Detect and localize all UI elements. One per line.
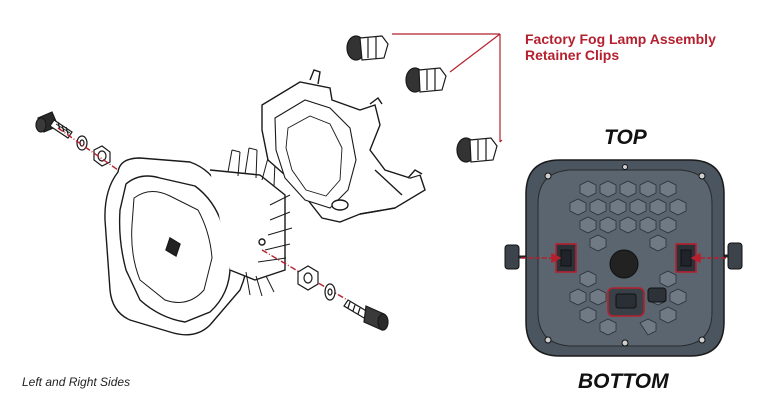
orientation-bottom-label: BOTTOM [578,370,669,393]
figure-caption: Left and Right Sides [22,375,131,389]
nut-upper [93,145,111,167]
bolt-lower [343,299,389,331]
washer-lower [324,283,336,301]
mounting-bracket [261,69,426,223]
orientation-top-label: TOP [604,126,647,149]
retainer-clip-2 [405,67,447,93]
retainer-clip-3 [456,137,498,163]
retainer-clip-1 [346,35,389,61]
bolt-upper [35,111,73,139]
rear-view-housing [504,159,743,357]
heatsink-hex-pattern [569,180,687,336]
callout-line-2: Retainer Clips [525,47,620,63]
breather-vent [609,249,639,279]
left-mount-stud [504,244,520,270]
fog-lamp-body [104,147,293,336]
callout-line-1: Factory Fog Lamp Assembly [525,31,716,47]
nut-lower [297,265,319,291]
callout-leader-lines [392,33,503,143]
retainer-clips-callout: Factory Fog Lamp Assembly Retainer Clips [525,31,716,63]
right-mount-stud [727,242,743,270]
insertion-arrows [521,252,726,264]
alignment-line-upper [57,127,119,171]
